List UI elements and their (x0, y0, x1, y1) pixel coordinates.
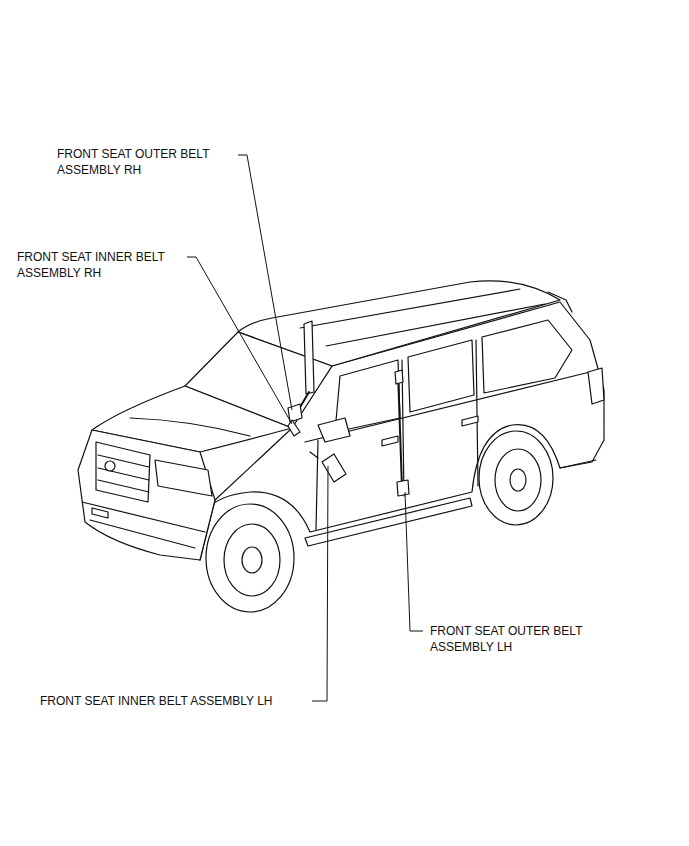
part-label: FRONT SEAT OUTER BELT ASSEMBLY RH (57, 146, 233, 178)
part-label: FRONT SEAT INNER BELT ASSEMBLY RH (17, 249, 183, 281)
part-label: FRONT SEAT OUTER BELT ASSEMBLY LH (430, 623, 620, 655)
part-label: FRONT SEAT INNER BELT ASSEMBLY LH (40, 693, 308, 709)
